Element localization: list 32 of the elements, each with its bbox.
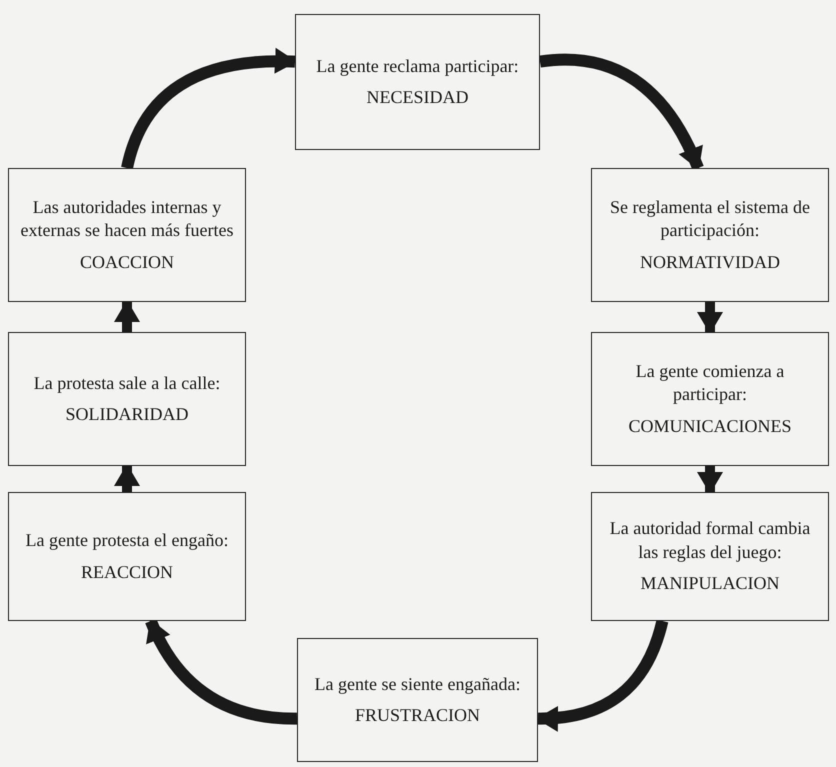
- curved-arrow: [121, 48, 297, 170]
- process-box: [295, 14, 540, 150]
- process-box: [591, 168, 829, 302]
- process-box: [591, 332, 829, 466]
- stage-description: La autoridad formal cambia las reglas del juego:: [608, 517, 812, 564]
- stage-description: Se reglamenta el sistema de participación:: [609, 196, 811, 242]
- curved-arrow: [697, 302, 723, 334]
- curved-arrow: [697, 466, 723, 494]
- stage-name: NECESIDAD: [366, 86, 468, 109]
- process-box: [297, 638, 538, 762]
- stage-description: Las autoridades internas y externas se hacen más fuertes: [20, 196, 234, 242]
- curved-arrow: [539, 54, 704, 170]
- stage-description: La gente protesta el engaño:: [26, 529, 228, 552]
- stage-description: La gente reclama participar:: [316, 54, 519, 78]
- process-box: [8, 168, 246, 302]
- process-box: [591, 492, 829, 621]
- stage-name: REACCION: [80, 560, 173, 584]
- stage-name: SOLIDARIDAD: [66, 403, 188, 426]
- process-box: [8, 492, 246, 621]
- curved-arrow: [114, 300, 140, 332]
- stage-name: COACCION: [80, 250, 174, 274]
- curved-arrow: [114, 464, 140, 492]
- curved-arrow: [145, 618, 298, 725]
- stage-name: NORMATIVIDAD: [640, 250, 780, 274]
- stage-description: La protesta sale a la calle:: [34, 372, 220, 395]
- stage-name: MANIPULACION: [640, 572, 780, 596]
- curved-arrow: [536, 619, 668, 732]
- process-box: [8, 332, 246, 466]
- stage-name: COMUNICACIONES: [628, 414, 792, 438]
- stage-name: FRUSTRACION: [354, 704, 480, 727]
- stage-description: La gente comienza a participar:: [634, 360, 786, 406]
- stage-description: La gente se siente engañada:: [314, 672, 520, 696]
